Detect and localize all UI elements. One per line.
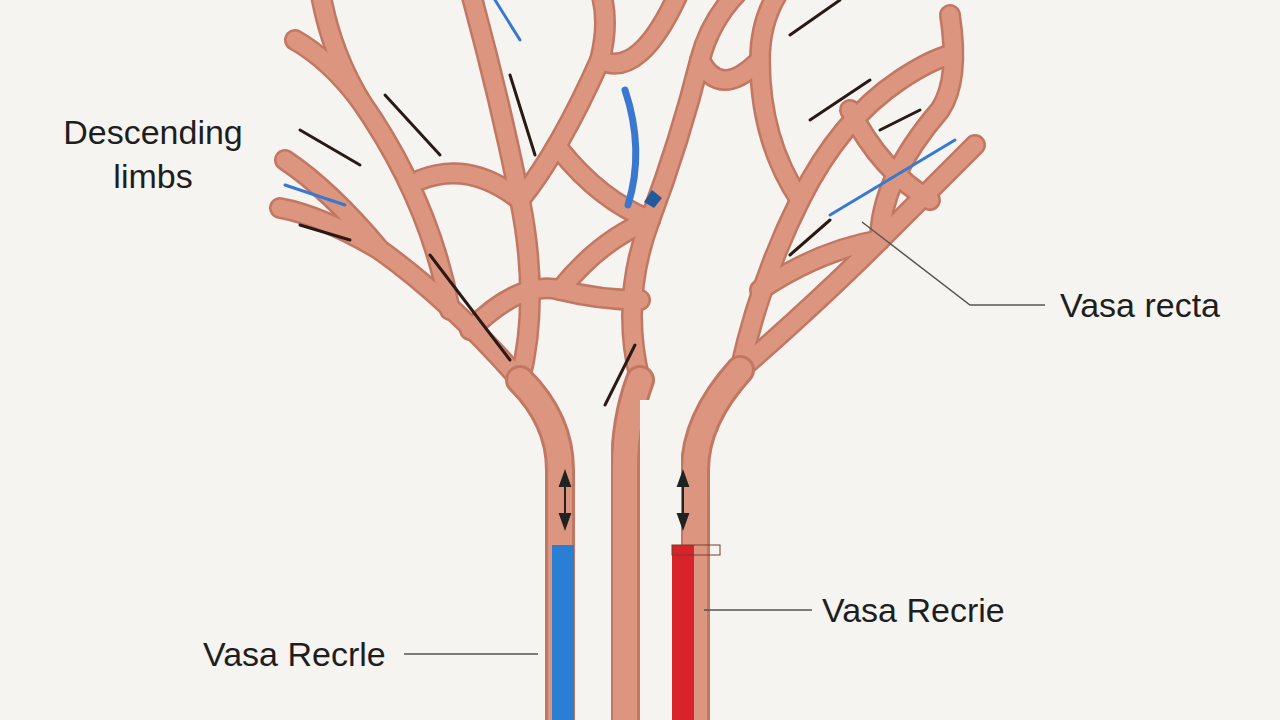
part-label: Vasa recta bbox=[1060, 283, 1220, 327]
part-label: Vasa Recrle bbox=[203, 632, 386, 676]
part-label: Vasa Recrie bbox=[822, 588, 1005, 632]
part-label: Descending limbs bbox=[38, 110, 268, 198]
